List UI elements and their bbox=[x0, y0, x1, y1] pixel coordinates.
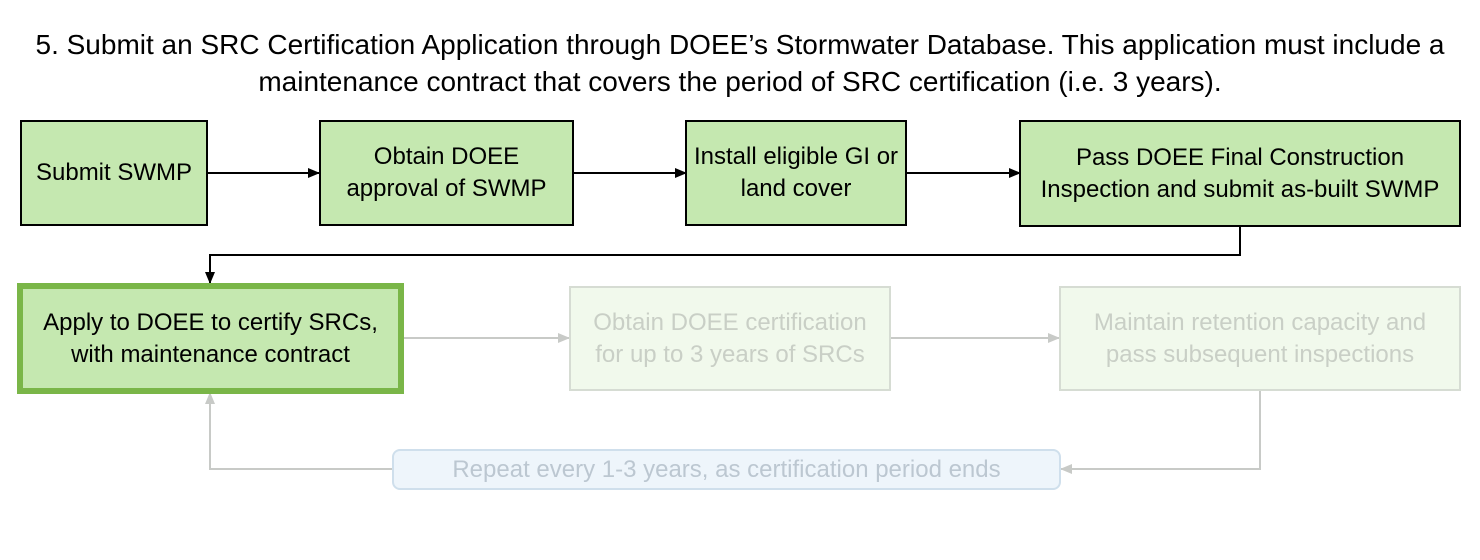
step-repeat-cycle: Repeat every 1-3 years, as certification… bbox=[392, 449, 1061, 490]
arrow-inspection-to-apply bbox=[205, 227, 1241, 284]
step-submit-swmp: Submit SWMP bbox=[20, 120, 208, 226]
step-submit-swmp-label: Submit SWMP bbox=[35, 159, 193, 186]
page-title: 5. Submit an SRC Certification Applicati… bbox=[35, 29, 1445, 97]
step-obtain-approval-label: Obtain DOEE approval of SWMP bbox=[346, 143, 547, 202]
step-maintain-capacity: Maintain retention capacity and pass sub… bbox=[1059, 286, 1461, 391]
step-maintain-capacity-label: Maintain retention capacity and pass sub… bbox=[1093, 308, 1427, 368]
step-pass-inspection: Pass DOEE Final Construction Inspection … bbox=[1019, 120, 1461, 227]
step-obtain-certification: Obtain DOEE certification for up to 3 ye… bbox=[569, 286, 891, 391]
step-obtain-approval: Obtain DOEE approval of SWMP bbox=[319, 120, 574, 226]
step-apply-certify-label: Apply to DOEE to certify SRCs, with main… bbox=[43, 308, 378, 368]
arrow-maintain-to-repeat bbox=[1060, 391, 1261, 474]
step-obtain-certification-label: Obtain DOEE certification for up to 3 ye… bbox=[593, 308, 867, 368]
step-repeat-cycle-label: Repeat every 1-3 years, as certification… bbox=[452, 455, 1001, 483]
arrow-repeat-to-apply bbox=[205, 392, 393, 470]
step-install-gi-label: Install eligible GI or land cover bbox=[693, 143, 899, 202]
step-install-gi: Install eligible GI or land cover bbox=[685, 120, 907, 226]
step-apply-certify: Apply to DOEE to certify SRCs, with main… bbox=[17, 283, 404, 394]
step-pass-inspection-label: Pass DOEE Final Construction Inspection … bbox=[1040, 143, 1440, 203]
